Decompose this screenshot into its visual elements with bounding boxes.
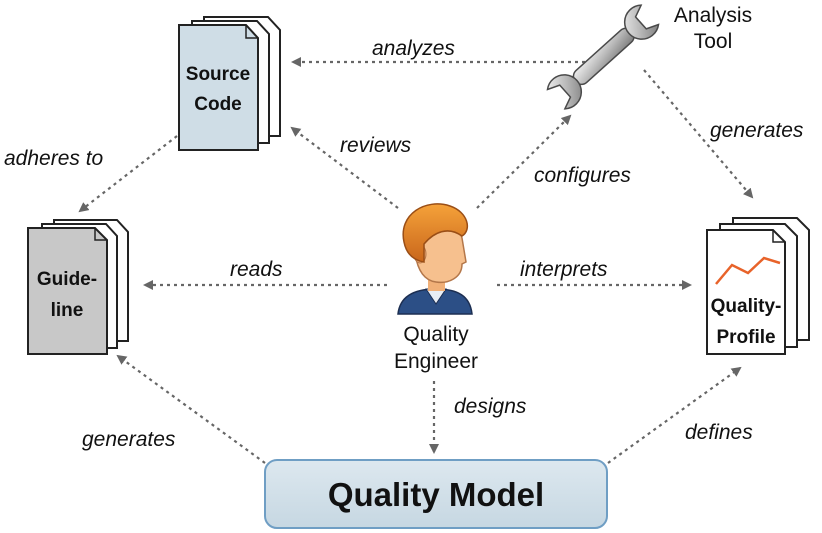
label-interprets: interprets [520, 258, 608, 281]
source-code-document: Source Code [178, 16, 281, 151]
label-adheres-to: adheres to [4, 147, 104, 170]
quality-profile-label-1: Quality- [711, 296, 782, 317]
quality-profile-document: Quality- Profile [706, 217, 810, 355]
document-icon [27, 219, 129, 355]
source-code-label-2: Code [194, 94, 242, 115]
edge-configures [476, 114, 572, 209]
quality-engineer-label-1: Quality [403, 323, 469, 346]
wrench-icon [546, 4, 660, 110]
document-icon [706, 217, 810, 355]
analysis-tool-label-1: Analysis [674, 4, 752, 27]
quality-model-box: Quality Model [264, 459, 608, 529]
document-icon [178, 16, 281, 151]
quality-engineer-label-2: Engineer [394, 350, 478, 373]
guideline-label-2: line [51, 300, 84, 321]
edge-defines [607, 366, 742, 464]
guideline-label-1: Guide- [37, 269, 97, 290]
quality-engineer: Quality Engineer [394, 203, 478, 373]
guideline-document: Guide- line [27, 219, 129, 355]
label-configures: configures [534, 164, 631, 187]
edge-generates-guideline [116, 354, 266, 464]
source-code-label-1: Source [186, 64, 250, 85]
label-reviews: reviews [340, 134, 412, 157]
label-generates-guideline: generates [82, 428, 176, 451]
label-designs: designs [454, 395, 527, 418]
edge-reviews [290, 126, 399, 209]
label-defines: defines [685, 421, 753, 444]
label-analyzes: analyzes [372, 37, 455, 60]
analysis-tool: Analysis Tool [546, 4, 752, 110]
label-reads: reads [230, 258, 283, 281]
quality-profile-label-2: Profile [716, 327, 775, 348]
profile-trend-line [715, 256, 781, 285]
quality-model-label: Quality Model [328, 476, 544, 513]
engineer-icon [397, 203, 473, 315]
analysis-tool-label-2: Tool [694, 30, 733, 53]
label-generates-profile: generates [710, 119, 804, 142]
